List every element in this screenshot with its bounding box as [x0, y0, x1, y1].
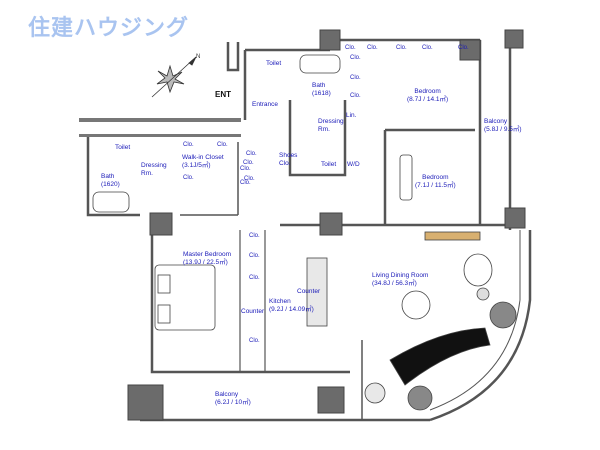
- closet-label: Clo.: [243, 160, 254, 166]
- label-bedroom-2: Bedroom(7.1J / 11.5㎡): [415, 174, 456, 189]
- closet-label: Clo.: [350, 93, 361, 99]
- closet-label: Clo.: [183, 175, 194, 181]
- label-bath-2: Bath(1618): [312, 82, 331, 97]
- label-entrance: Entrance: [252, 101, 279, 108]
- closet-label: Clo.: [246, 151, 257, 157]
- label-master-bedroom: Master Bedroom(13.9J / 22.5㎡): [183, 251, 232, 266]
- closet-label: Clo.: [217, 142, 228, 148]
- label-bedroom-1: Bedroom(8.7J / 14.1㎡): [407, 88, 449, 103]
- fixtures: [92, 54, 517, 411]
- label-balcony-east: Balcony(5.8J / 9.5㎡): [484, 118, 522, 133]
- walls: [79, 38, 532, 422]
- entrance-marker: ENT: [215, 90, 231, 99]
- closet-label: Clo.: [249, 253, 260, 259]
- closet-label: Clo.: [396, 45, 407, 51]
- compass-icon: N: [151, 54, 200, 98]
- closet-label: Clo.: [183, 142, 194, 148]
- company-logo: 住建ハウジング: [28, 16, 190, 41]
- label-counter-2: Counter: [297, 288, 321, 295]
- closet-label: Clo.: [367, 45, 378, 51]
- pillars: [127, 29, 526, 421]
- closet-label: Clo.: [458, 45, 469, 51]
- closet-label: Clo.: [350, 75, 361, 81]
- label-toilet-2: Toilet: [321, 161, 337, 168]
- closet-label: Clo.: [240, 166, 251, 172]
- label-walk-in-closet: Walk-in Closet(3.1J/5㎡): [182, 154, 224, 169]
- label-bath-master: Bath(1620): [101, 173, 120, 188]
- svg-text:N: N: [196, 54, 200, 60]
- label-toilet-entrance: Toilet: [266, 60, 282, 67]
- closet-label: Clo.: [345, 45, 356, 51]
- label-toilet-master: Toilet: [115, 144, 131, 151]
- label-linen: Lin.: [346, 112, 357, 119]
- label-balcony-south: Balcony(6.2J / 10㎡): [215, 391, 251, 406]
- label-washer-dryer: W/D: [347, 161, 360, 168]
- closet-label: Clo.: [350, 55, 361, 61]
- label-counter-1: Counter: [241, 308, 265, 315]
- closet-label: Clo.: [244, 176, 255, 182]
- closet-label: Clo.: [249, 275, 260, 281]
- closet-label: Clo.: [240, 180, 251, 186]
- closet-label: Clo.: [249, 233, 260, 239]
- label-kitchen: Kitchen(9.2J / 14.09㎡): [269, 298, 314, 313]
- closet-label: Clo.: [422, 45, 433, 51]
- label-living-dining: Living Dining Room(34.8J / 56.3㎡): [372, 272, 429, 287]
- closet-label: Clo.: [249, 338, 260, 344]
